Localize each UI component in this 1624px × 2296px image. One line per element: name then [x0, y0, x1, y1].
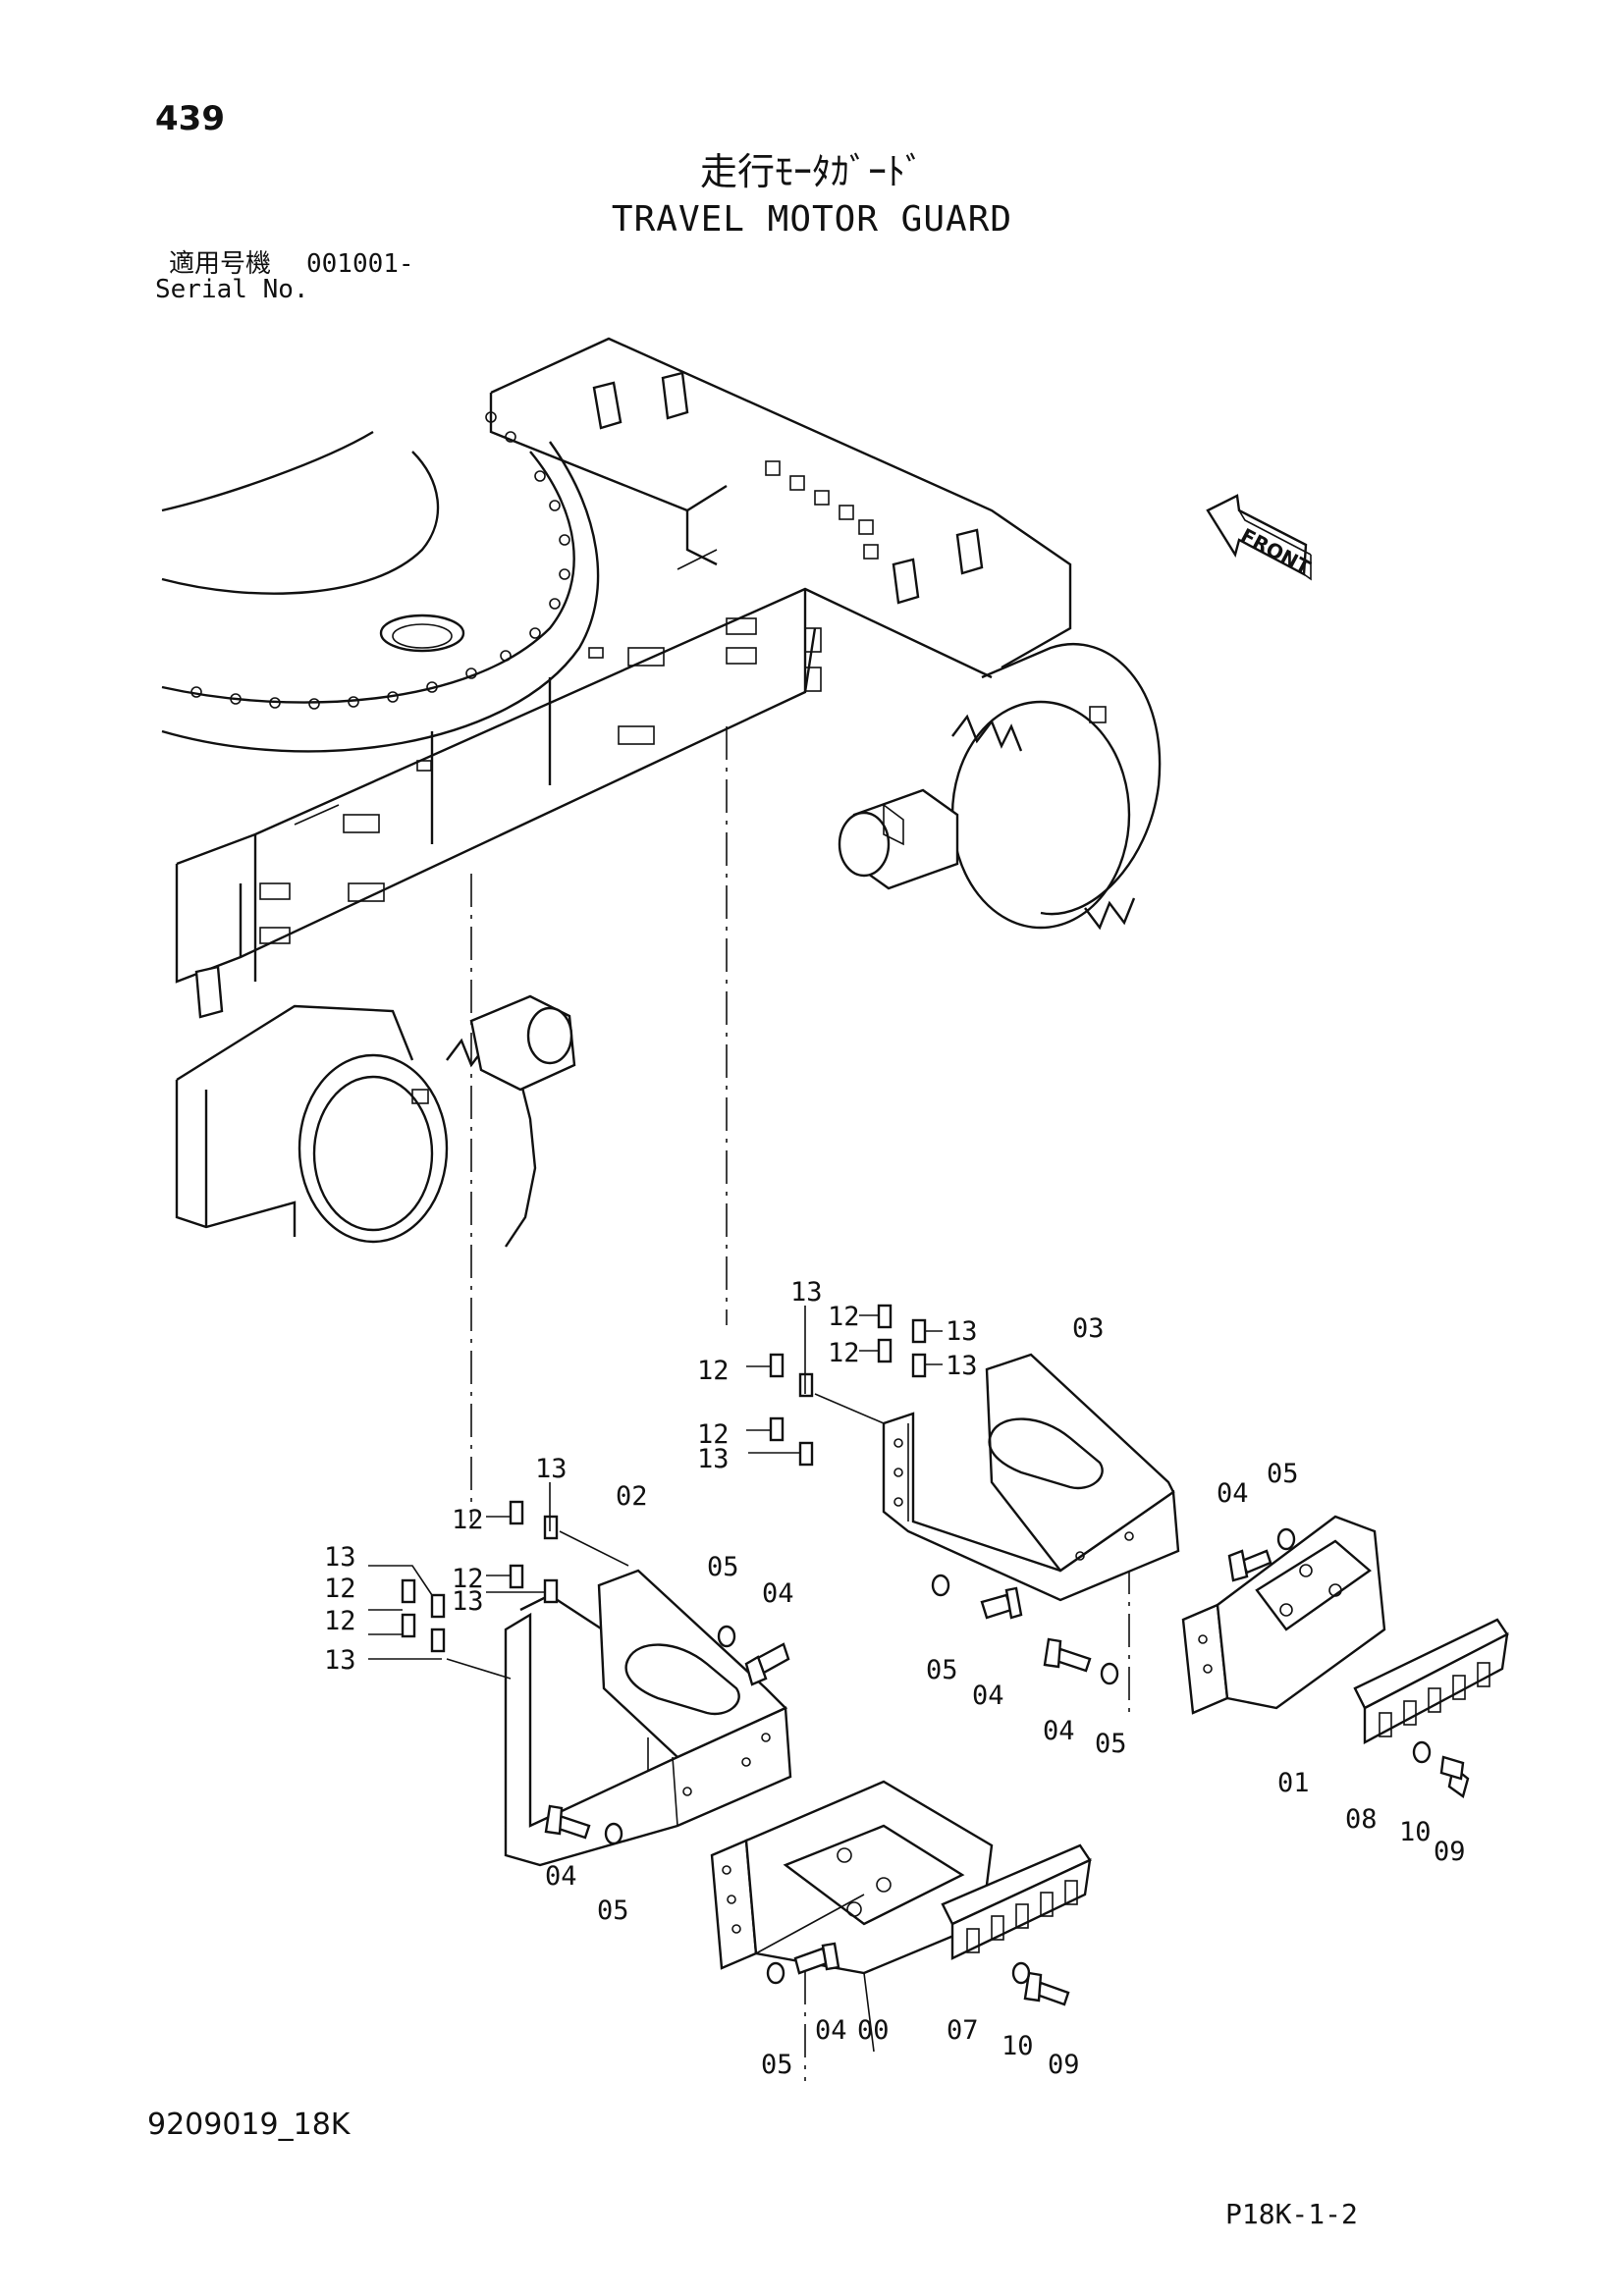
callout-05c: 05: [1095, 1729, 1127, 1759]
callout-13g: 13: [324, 1542, 356, 1573]
bracket-02: [504, 1569, 792, 1867]
callout-12f: 12: [452, 1564, 484, 1594]
callout-05e: 05: [597, 1896, 629, 1926]
guard-00: [710, 1780, 994, 2053]
callout-02: 02: [616, 1481, 648, 1512]
bolts-and-washers: [544, 1527, 1470, 2006]
callout-09b: 09: [1048, 2050, 1080, 2080]
callout-04c: 04: [1043, 1716, 1075, 1746]
left-travel-motor: [175, 994, 576, 1248]
callout-13f: 13: [452, 1586, 484, 1617]
callout-10b: 10: [1001, 2031, 1034, 2061]
callout-12a: 12: [697, 1356, 730, 1386]
callout-04b: 04: [972, 1681, 1004, 1711]
callout-12c: 12: [828, 1302, 860, 1332]
callout-00: 00: [857, 2015, 890, 2046]
callout-08: 08: [1345, 1804, 1378, 1835]
callout-01: 01: [1277, 1768, 1310, 1798]
callout-03: 03: [1072, 1313, 1105, 1344]
bracket-03: [882, 1353, 1180, 1602]
callout-12d: 12: [828, 1338, 860, 1368]
title-english: TRAVEL MOTOR GUARD: [611, 199, 1013, 240]
right-travel-motor: [838, 642, 1162, 931]
page-code: P18K-1-2: [1225, 2198, 1358, 2230]
serial-value: 001001-: [306, 249, 414, 279]
callout-12b: 12: [697, 1419, 730, 1450]
shims: [368, 1304, 943, 1680]
callout-05a: 05: [707, 1552, 739, 1582]
callout-13e: 13: [535, 1454, 568, 1484]
callout-13c: 13: [946, 1316, 978, 1347]
callout-05d: 05: [1267, 1459, 1299, 1489]
callout-04d: 04: [1217, 1478, 1249, 1509]
callout-13h: 13: [324, 1645, 356, 1676]
front-arrow: FRONT: [1206, 494, 1315, 581]
serial-label-english: Serial No.: [155, 275, 309, 304]
callout-05f: 05: [761, 2050, 793, 2080]
document-number: 9209019_18K: [147, 2108, 351, 2142]
callout-05b: 05: [926, 1655, 958, 1685]
page-number: 439: [155, 99, 225, 138]
callout-13b: 13: [697, 1444, 730, 1474]
comb-guard-08: [1353, 1618, 1509, 1745]
callout-07: 07: [947, 2015, 979, 2046]
callout-10a: 10: [1399, 1817, 1432, 1847]
callout-12e: 12: [452, 1505, 484, 1535]
callout-04a: 04: [762, 1578, 794, 1609]
callout-12g: 12: [324, 1574, 356, 1604]
guard-01: [1181, 1515, 1386, 1715]
callout-13a: 13: [790, 1277, 823, 1308]
undercarriage-frame: [161, 337, 1107, 1019]
serial-label-japanese: 適用号機: [169, 249, 272, 279]
callout-numbers: 00 01 02 03 04 04 04 04 04 04 05 05 05 0…: [324, 1277, 1466, 2080]
callout-04e: 04: [545, 1861, 577, 1892]
callout-09a: 09: [1434, 1837, 1466, 1867]
title-japanese: 走行ﾓｰﾀｶﾞｰﾄﾞ: [699, 150, 924, 193]
callout-13d: 13: [946, 1351, 978, 1381]
comb-guard-07: [941, 1843, 1092, 1960]
callout-04f: 04: [815, 2015, 847, 2046]
callout-12h: 12: [324, 1606, 356, 1636]
front-arrow-label: FRONT: [1237, 523, 1315, 579]
